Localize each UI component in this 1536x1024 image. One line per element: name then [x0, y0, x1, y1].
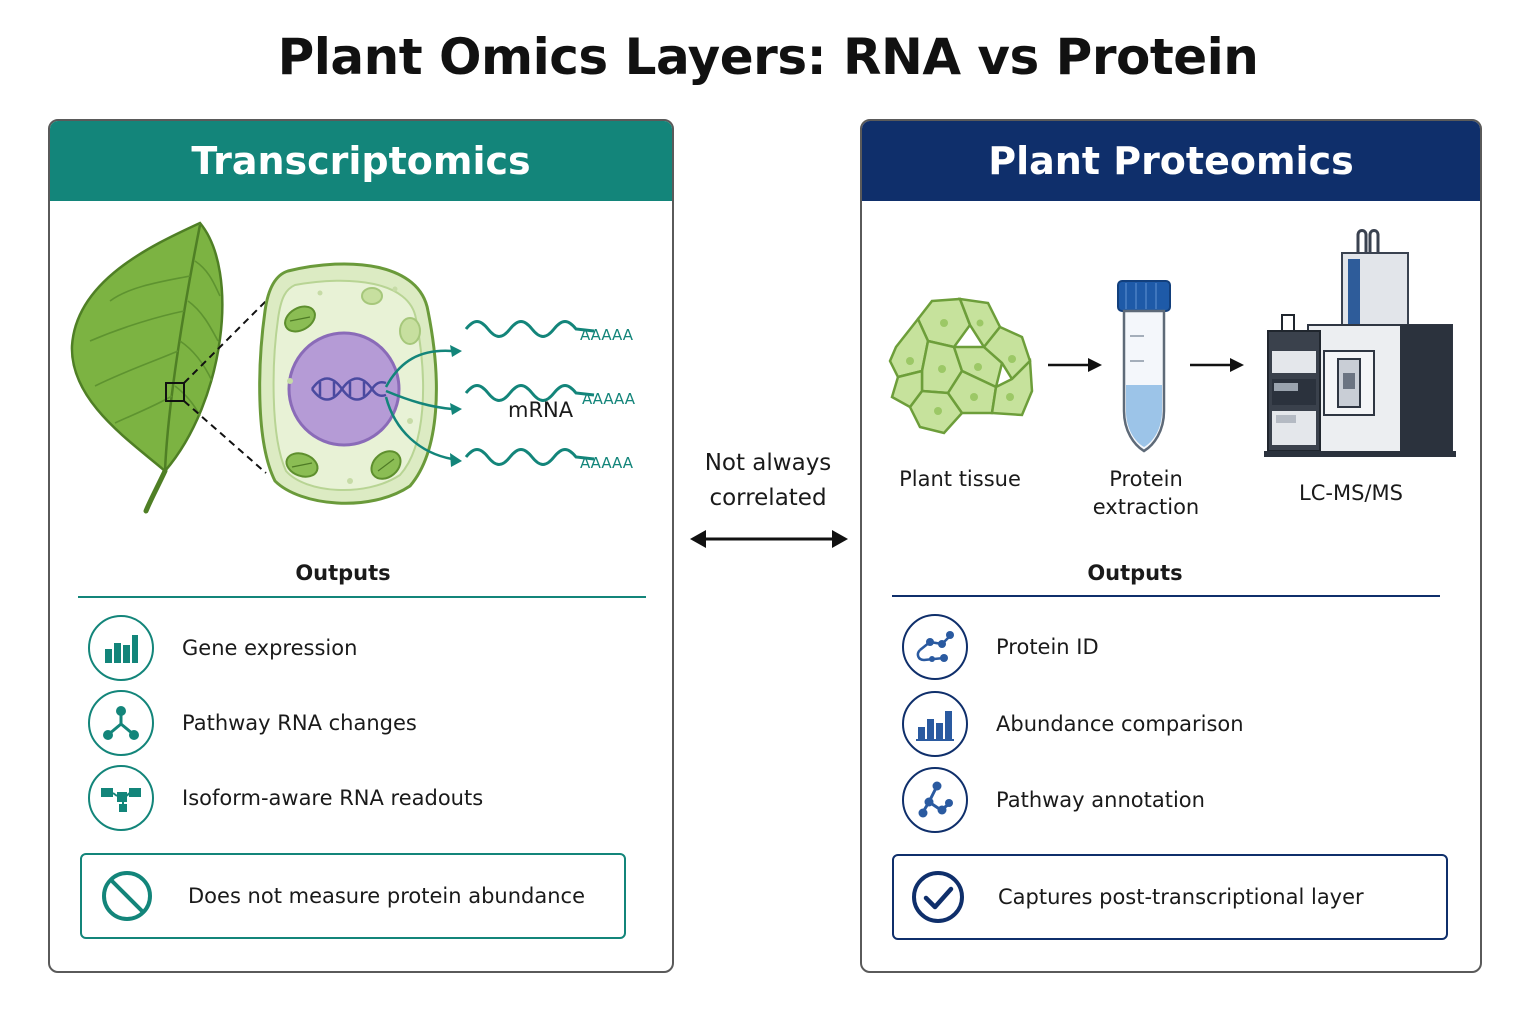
- output-item: Isoform-aware RNA readouts: [88, 765, 483, 831]
- polya-tail-1: AAAAA: [580, 326, 633, 344]
- proteomics-panel: Plant Proteomics: [860, 119, 1482, 973]
- output-item: Protein ID: [902, 614, 1099, 680]
- bar-chart-icon: [902, 691, 968, 757]
- outputs-heading: Outputs: [295, 561, 391, 585]
- correlation-note-line2: correlated: [709, 485, 827, 511]
- output-label: Abundance comparison: [996, 712, 1244, 736]
- outputs-divider: [892, 595, 1440, 597]
- output-item: Pathway annotation: [902, 767, 1205, 833]
- outputs-heading: Outputs: [1087, 561, 1183, 585]
- zoom-box: [165, 382, 185, 402]
- test-tube-icon: [1117, 280, 1171, 453]
- output-label: Pathway annotation: [996, 788, 1205, 812]
- leaf-cell-mrna-illustration: [70, 221, 595, 514]
- workflow-label-extraction-1: Protein: [1109, 467, 1183, 491]
- polya-tail-2: AAAAA: [582, 390, 635, 408]
- correlation-note-line1: Not always: [704, 450, 832, 476]
- mrna-label: mRNA: [508, 398, 574, 422]
- proteomics-workflow-illustration: [888, 229, 1456, 457]
- outputs-divider: [78, 596, 646, 598]
- output-label: Protein ID: [996, 635, 1099, 659]
- workflow-label-extraction-2: extraction: [1092, 495, 1200, 519]
- mrna-strands: [464, 320, 595, 466]
- pathway-nodes-icon: [902, 767, 968, 833]
- plant-cells-icon: [888, 297, 1034, 435]
- limitation-text: Does not measure protein abundance: [188, 884, 586, 908]
- output-item: Pathway RNA changes: [88, 690, 417, 756]
- strength-box: Captures post-transcriptional layer: [892, 854, 1448, 940]
- output-item: Gene expression: [88, 615, 357, 681]
- peptide-chain-icon: [902, 614, 968, 680]
- transcriptomics-header: Transcriptomics: [50, 121, 672, 201]
- check-circle-icon: [912, 871, 964, 923]
- leaf-icon: [70, 221, 224, 514]
- strength-text: Captures post-transcriptional layer: [998, 885, 1364, 909]
- output-item: Abundance comparison: [902, 691, 1244, 757]
- workflow-label-lcms: LC-MS/MS: [1299, 481, 1403, 505]
- correlation-note: Not always correlated: [688, 446, 848, 516]
- proteomics-header: Plant Proteomics: [862, 121, 1480, 201]
- network-nodes-icon: [88, 690, 154, 756]
- workflow-label-tissue: Plant tissue: [899, 467, 1021, 491]
- mass-spectrometer-icon: [1264, 229, 1456, 457]
- page-title: Plant Omics Layers: RNA vs Protein: [277, 28, 1259, 86]
- transcription-arrows: [384, 349, 453, 461]
- bar-chart-icon: [88, 615, 154, 681]
- prohibited-icon: [102, 871, 152, 921]
- double-headed-arrow-icon: [690, 530, 848, 548]
- polya-tail-3: AAAAA: [580, 454, 633, 472]
- limitation-box: Does not measure protein abundance: [80, 853, 626, 939]
- output-label: Isoform-aware RNA readouts: [182, 786, 484, 810]
- output-label: Gene expression: [182, 636, 358, 660]
- isoform-blocks-icon: [88, 765, 154, 831]
- output-label: Pathway RNA changes: [182, 711, 417, 735]
- transcriptomics-panel: Transcriptomics: [48, 119, 674, 973]
- plant-cell-icon: [258, 262, 438, 505]
